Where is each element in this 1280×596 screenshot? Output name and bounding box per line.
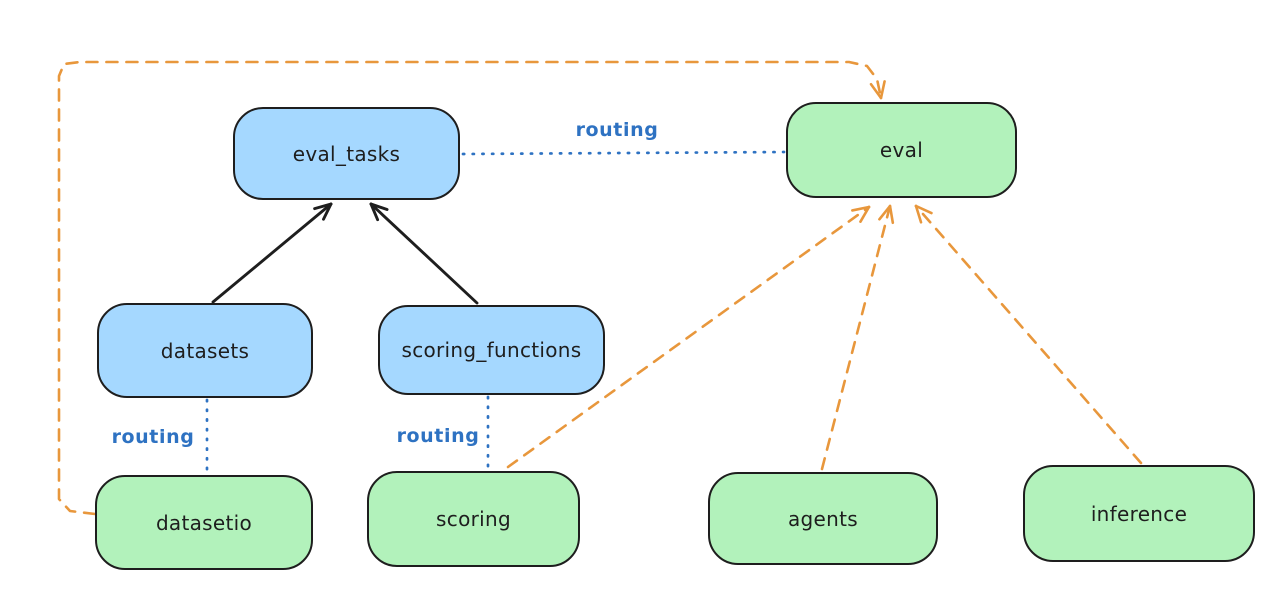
arrowhead-agents-to-eval: [878, 204, 892, 221]
arrowhead-scoring_functions-to-eval_tasks: [369, 202, 380, 222]
node-label-inference: inference: [1090, 501, 1188, 526]
arrowhead-scoring-to-eval: [859, 205, 871, 223]
node-label-scoring: scoring: [436, 507, 511, 531]
node-eval_tasks: eval_tasks: [233, 107, 460, 200]
node-datasets: datasets: [97, 303, 313, 398]
arrowhead-scoring_functions-to-eval_tasks: [369, 202, 389, 211]
arrowhead-agents-to-eval: [888, 204, 895, 225]
node-scoring: scoring: [367, 471, 580, 567]
arrowhead-datasets-to-eval_tasks: [322, 202, 333, 221]
node-agents: agents: [708, 472, 938, 565]
node-scoring_functions: scoring_functions: [378, 305, 605, 395]
arrowhead-scoring-to-eval: [851, 205, 871, 212]
node-label-scoring_functions: scoring_functions: [401, 338, 582, 362]
node-label-datasets: datasets: [160, 338, 250, 363]
edge-inference-to-eval: [914, 204, 1143, 465]
node-label-agents: agents: [788, 506, 858, 531]
arrowhead-datasets-to-eval_tasks: [313, 202, 333, 211]
node-eval: eval: [786, 102, 1017, 198]
edge-eval_tasks-to-eval: [461, 150, 786, 156]
arrowhead-datasetio-to-eval: [879, 80, 886, 100]
edge-scoring_functions-to-eval_tasks: [369, 202, 479, 305]
arrowhead-inference-to-eval: [914, 204, 923, 224]
arrowhead-inference-to-eval: [914, 204, 933, 215]
edge-agents-to-eval: [820, 204, 892, 471]
node-inference: inference: [1023, 465, 1255, 562]
node-datasetio: datasetio: [95, 475, 313, 570]
edge-label-scoring_functions-scoring: routing: [396, 425, 480, 447]
node-label-eval: eval: [879, 138, 924, 162]
arrowhead-datasetio-to-eval: [869, 82, 883, 100]
edge-label-datasets-datasetio: routing: [111, 426, 195, 448]
node-label-eval_tasks: eval_tasks: [292, 141, 401, 166]
edge-label-eval_tasks-eval: routing: [575, 119, 659, 141]
node-label-datasetio: datasetio: [155, 510, 253, 535]
edge-datasets-to-eval_tasks: [211, 202, 333, 304]
